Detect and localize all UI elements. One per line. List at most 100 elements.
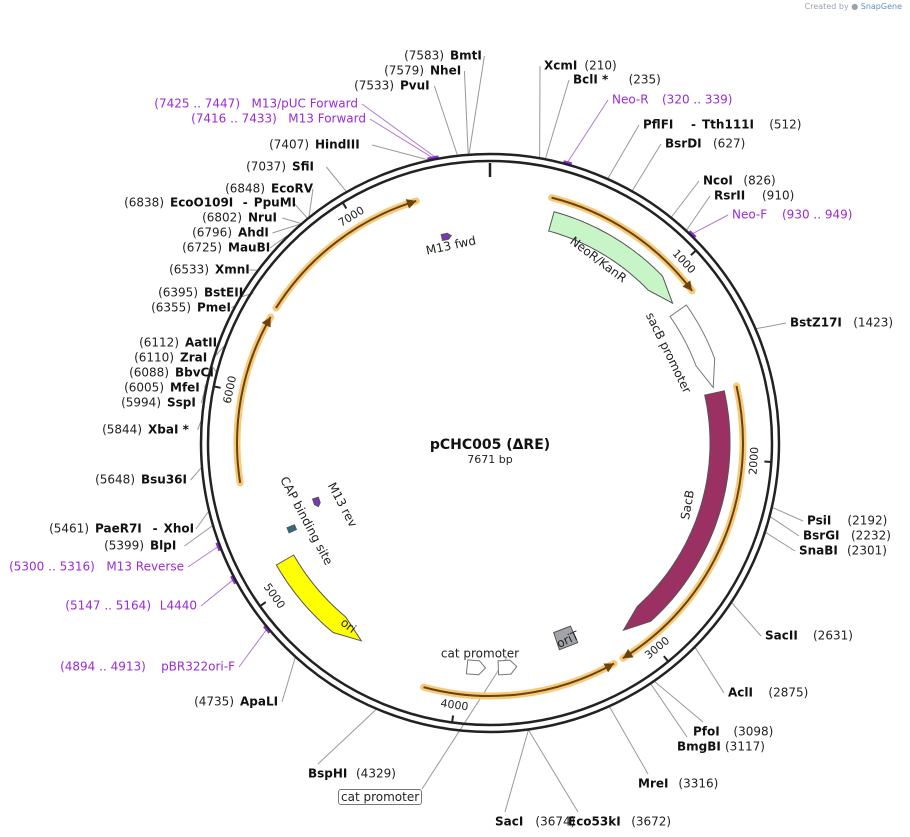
site-coord: (910) [762,189,794,203]
site-ncoi[interactable]: NcoI(826) [703,174,776,188]
site-zrai[interactable]: (6110)ZraI [134,351,207,365]
site-leader [317,709,377,765]
site-name-2: - [153,522,158,536]
site-name: BmtI [450,49,482,63]
site-name: SspI [167,396,196,410]
site-mrei[interactable]: MreI(3316) [638,777,718,791]
feature-cap-binding-site[interactable] [286,524,298,534]
site-leader [686,195,711,231]
site-pflfi[interactable]: PflFI- Tth111I(512) [643,118,801,132]
primer-coord: (320 .. 339) [662,93,732,107]
site-ecoo109i[interactable]: (6838)EcoO109I- PpuMI [124,196,296,210]
feature-cat-promoter[interactable] [465,659,487,676]
feature-orit[interactable] [553,625,579,651]
site-name: AatII [185,336,217,350]
feature-cat-promoter[interactable] [497,659,518,676]
tick-4000 [451,715,455,723]
site-pvui[interactable]: (7533)PvuI [354,79,430,93]
site-mfei[interactable]: (6005)MfeI [124,381,200,395]
site-maubi[interactable]: (6725)MauBI [182,241,270,255]
site-name: NruI [248,211,277,225]
site-leader [308,188,314,217]
primer-l4440[interactable]: (5147 .. 5164)L4440 [65,599,197,613]
feature-sacb-promoter[interactable] [669,304,716,389]
site-rsrii[interactable]: RsrII(910) [714,189,794,203]
site-acli[interactable]: AclI(2875) [728,686,808,700]
site-xmni[interactable]: (6533)XmnI [169,263,250,277]
site-leader [190,467,202,481]
site-name: ZraI [180,351,207,365]
site-hindiii[interactable]: (7407)HindIII [269,138,360,152]
site-blpi[interactable]: (5399)BlpI [104,539,176,553]
site-ahdi[interactable]: (6796)AhdI [192,226,269,240]
site-apali[interactable]: (4735)ApaLI [194,695,278,709]
site-sfii[interactable]: (7037)SfiI [246,160,314,174]
tick-7000 [341,202,348,210]
site-psii[interactable]: PsiI(2192) [807,514,887,528]
site-leader [772,507,804,522]
site-leader [632,143,662,191]
primer-m13-forward[interactable]: (7416 .. 7433)M13 Forward [191,112,366,126]
tick-3000 [663,655,670,663]
site-name: BmgBI [677,740,721,754]
site-leader [326,166,347,192]
feature-m13-fwd[interactable] [440,232,452,241]
site-ecorv[interactable]: (6848)EcoRV [225,182,314,196]
site-coord: (512) [769,118,801,132]
site-leader [269,235,288,249]
site-bsu36i[interactable]: (5648)Bsu36I [95,473,187,487]
site-aatii[interactable]: (6112)AatII [139,336,217,350]
site-sacii[interactable]: SacII(2631) [765,629,853,643]
plasmid-size: 7671 bp [467,453,512,466]
primer-neo-f[interactable]: Neo-F(930 .. 949) [732,208,852,222]
primer-coord: (5300 .. 5316) [9,560,95,574]
site-nrui[interactable]: (6802)NruI [202,211,277,225]
site-bmgbi[interactable]: BmgBI(3117) [677,740,765,754]
site-bstz17i[interactable]: BstZ17I(1423) [790,316,893,330]
site-bmti[interactable]: (7583)BmtI [404,49,482,63]
primer-pbr322ori-f[interactable]: (4894 .. 4913)pBR322ori-F [60,660,235,674]
site-snabi[interactable]: SnaBI(2301) [799,544,887,558]
site-name: XbaI * [148,423,190,437]
site-coord: (5994) [121,396,161,410]
cat-promoter-tag[interactable]: cat promoter [338,789,423,805]
feature-sacb[interactable] [622,390,731,632]
site-bsrdi[interactable]: BsrDI(627) [665,137,745,151]
orf-arc [275,200,417,309]
site-sspi[interactable]: (5994) SspI [121,396,196,410]
site-name: PaeR7I [95,522,142,536]
site-paer7i[interactable]: (5461)PaeR7I- XhoI [49,522,194,536]
site-pmei[interactable]: (6355)PmeI [151,301,231,315]
site-name: Eco53kI [568,815,621,829]
feature-neor-kanr[interactable] [548,211,674,305]
site-xbai[interactable]: (5844) XbaI * [102,423,189,437]
orf-arrowhead [603,663,615,673]
site-bsrgi[interactable]: BsrGI(2232) [803,529,891,543]
site-coord: (5844) [102,423,142,437]
site-eco53ki[interactable]: Eco53kI(3672) [568,815,671,829]
primer-marker [215,542,221,552]
primer-leader [187,546,218,568]
feature-ori[interactable] [275,554,363,642]
primer-coord: (5147 .. 5164) [65,599,151,613]
site-coord: (6395) [158,286,198,300]
site-coord: (6838) [124,196,164,210]
site-bsphi[interactable]: BspHI(4329) [308,767,396,781]
site-name: EcoO109I [170,196,233,210]
site-bcli[interactable]: BclI *(235) [573,73,661,87]
site-name-2: - [691,118,696,132]
site-bbvci[interactable]: (6088)BbvCI [129,366,214,380]
site-pfoi[interactable]: PfoI(3098) [693,725,773,739]
primer-m13-reverse[interactable]: (5300 .. 5316)M13 Reverse [9,560,184,574]
site-nhei[interactable]: (7579)NheI [384,64,461,78]
site-xcmi[interactable]: XcmI(210) [544,59,617,73]
primer-marker [427,155,436,161]
feature-m13-rev[interactable] [311,496,321,508]
primer-neo-r[interactable]: Neo-R(320 .. 339) [612,93,732,107]
site-coord: (3316) [678,777,718,791]
site-saci[interactable]: SacI(3674) [495,815,575,829]
snapgene-credit: Created by ● SnapGene [805,2,902,11]
site-bsteii[interactable]: (6395)BstEII [158,286,243,300]
site-coord: (3674) [535,815,575,829]
primer-m13-puc-forward[interactable]: (7425 .. 7447)M13/pUC Forward [154,97,358,111]
